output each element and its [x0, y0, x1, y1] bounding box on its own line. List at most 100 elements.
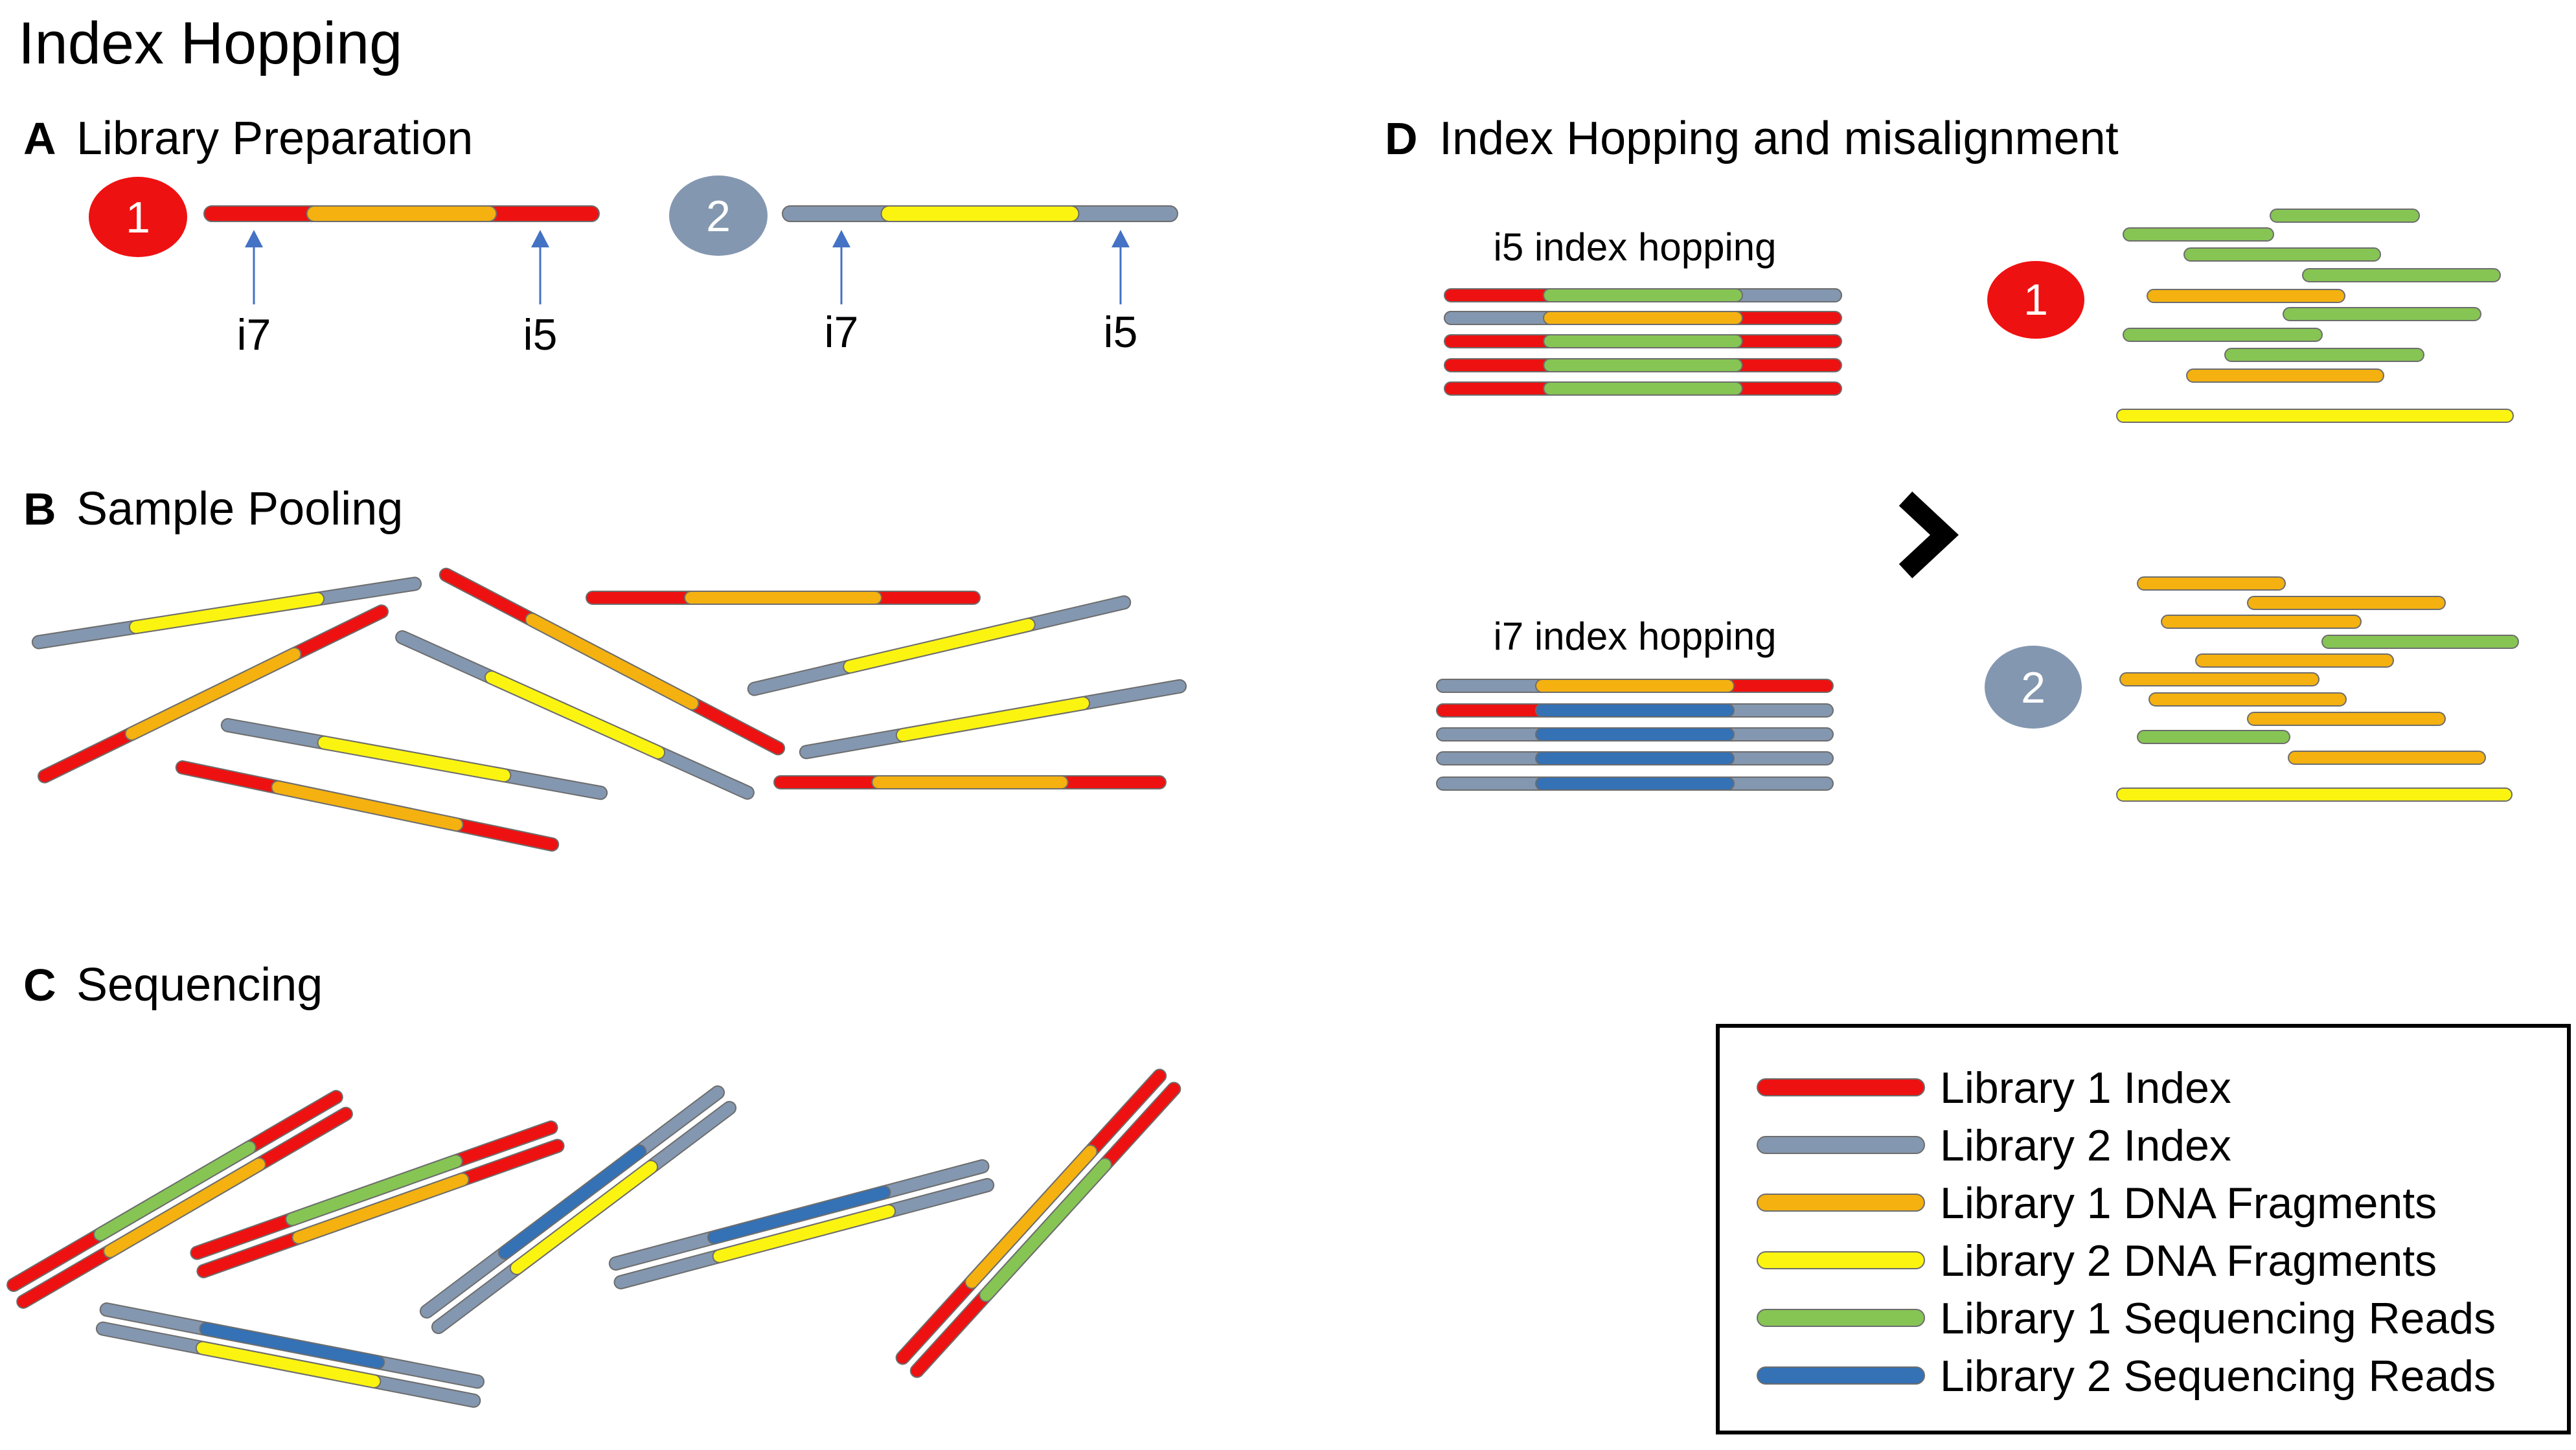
pooled-strand-3 [175, 760, 560, 852]
section-d-label: Index Hopping and misalignment [1439, 113, 2119, 164]
library-2-badge-label: 2 [706, 192, 731, 241]
library-2-aligned-read-9 [2137, 730, 2290, 744]
i7-hop-row-1 [1436, 679, 1834, 693]
library-2-aligned-read-10 [2288, 751, 2486, 765]
sequenced-pair-5-bottom [99, 1302, 485, 1389]
sequenced-pair-4-top [613, 1178, 995, 1289]
library-1-aligned-read-2 [2123, 227, 2274, 242]
library-1-aligned-read-10 [2116, 409, 2514, 423]
pooled-strand-8 [747, 595, 1132, 696]
sequenced-pair-2-top [196, 1138, 565, 1278]
pooled-strand-2 [37, 604, 389, 784]
sequenced-pair-2-bottom [190, 1120, 558, 1260]
legend-swatch [1757, 1078, 1925, 1096]
sequenced-pair-3-bottom [419, 1085, 725, 1319]
i5-hop-row-4 [1444, 358, 1842, 372]
section-c-label: Sequencing [76, 959, 323, 1011]
misaligned-library-2-badge-label: 2 [2021, 663, 2046, 712]
chevron-right-icon [1898, 492, 1959, 578]
i7-hop-row-3 [1436, 727, 1834, 742]
legend-label: Library 1 Sequencing Reads [1940, 1294, 2496, 1343]
library-2-aligned-read-1 [2137, 576, 2286, 591]
sequenced-pair-5-top [95, 1321, 481, 1408]
dna-strands [6, 205, 2519, 1408]
library-2-aligned-read-3 [2161, 615, 2362, 629]
library-2-aligned-read-11 [2116, 787, 2513, 802]
sequenced-pair-4-bottom [608, 1159, 990, 1271]
i5-hop-row-3 [1444, 334, 1842, 348]
i7-hop-row-5 [1436, 776, 1834, 791]
library-1-i7-arrow [245, 230, 263, 304]
section-b-label: Sample Pooling [76, 483, 403, 535]
legend-swatch [1757, 1194, 1925, 1212]
legend-item: Library 2 Sequencing Reads [1757, 1352, 2496, 1401]
section-b-letter: B [23, 484, 56, 534]
legend-item: Library 2 DNA Fragments [1757, 1236, 2437, 1286]
legend-item: Library 1 DNA Fragments [1757, 1179, 2437, 1228]
library-2-aligned-read-2 [2247, 596, 2446, 610]
legend-swatch [1757, 1251, 1925, 1269]
sequenced-pair-1-bottom [6, 1090, 343, 1293]
section-a-letter: A [23, 113, 56, 164]
library-1-aligned-read-6 [2283, 307, 2481, 321]
legend-item: Library 1 Sequencing Reads [1757, 1294, 2496, 1343]
pooled-strand-9 [799, 679, 1187, 760]
library-2-i5-arrow [1111, 230, 1130, 304]
library-1-i7-label: i7 [237, 310, 271, 359]
library-2-i7-label: i7 [825, 308, 859, 357]
misaligned-library-2-badge [1985, 646, 2082, 729]
pooled-strand-1 [31, 576, 422, 650]
library-2-aligned-read-7 [2149, 692, 2347, 707]
sequenced-pair-3-top [431, 1100, 737, 1334]
library-1-i5-arrow [531, 230, 549, 304]
library-1-aligned-read-4 [2302, 268, 2501, 282]
legend-item: Library 2 Index [1757, 1121, 2231, 1170]
library-1-aligned-read-3 [2183, 247, 2381, 262]
i5-hop-row-2 [1444, 311, 1842, 325]
library-1-badge-label: 1 [126, 193, 150, 242]
library-2-aligned-read-6 [2119, 672, 2320, 686]
legend-label: Library 1 Index [1940, 1063, 2231, 1113]
legend-label: Library 1 DNA Fragments [1940, 1179, 2437, 1228]
i5-hop-row-5 [1444, 381, 1842, 396]
library-2-aligned-read-8 [2247, 712, 2446, 726]
pooled-strand-7 [586, 591, 981, 605]
legend-item: Library 1 Index [1757, 1063, 2231, 1113]
sequenced-pair-6-bottom [895, 1069, 1167, 1365]
section-c-letter: C [23, 960, 56, 1010]
diagram-title: Index Hopping [18, 10, 402, 76]
section-d-letter: D [1385, 113, 1418, 164]
legend-swatch [1757, 1366, 1925, 1385]
library-2-i5-label: i5 [1104, 308, 1138, 357]
library-1-aligned-read-8 [2224, 348, 2424, 362]
library-1-aligned-read-5 [2147, 289, 2345, 303]
pooled-strand-6 [220, 718, 608, 800]
library-2-i7-arrow [832, 230, 850, 304]
legend-label: Library 2 DNA Fragments [1940, 1236, 2437, 1286]
pooled-strand-4 [439, 567, 786, 756]
i7-hop-row-2 [1436, 703, 1834, 718]
legend-swatch [1757, 1309, 1925, 1327]
legend-label: Library 2 Sequencing Reads [1940, 1352, 2496, 1401]
library-1-aligned-read-7 [2123, 328, 2323, 342]
library-2-aligned-read-5 [2195, 653, 2394, 668]
library-2-badge [669, 176, 768, 256]
library-1-construct [203, 205, 600, 222]
misaligned-library-1-badge [1987, 261, 2084, 339]
pooled-strand-5 [395, 630, 755, 800]
i7-hopping-label: i7 index hopping [1493, 615, 1776, 658]
pooled-strand-10 [773, 775, 1167, 789]
i7-hop-row-4 [1436, 751, 1834, 765]
library-2-construct [782, 205, 1178, 222]
library-1-aligned-read-1 [2270, 209, 2420, 223]
sequenced-pair-6-top [909, 1082, 1181, 1378]
library-1-i5-label: i5 [523, 310, 558, 359]
legend-swatch [1757, 1136, 1925, 1154]
library-1-badge [89, 177, 187, 257]
sequenced-pair-1-top [16, 1106, 353, 1309]
misaligned-library-1-badge-label: 1 [2023, 275, 2048, 324]
library-1-aligned-read-9 [2186, 368, 2384, 383]
library-2-aligned-read-4 [2321, 635, 2519, 649]
